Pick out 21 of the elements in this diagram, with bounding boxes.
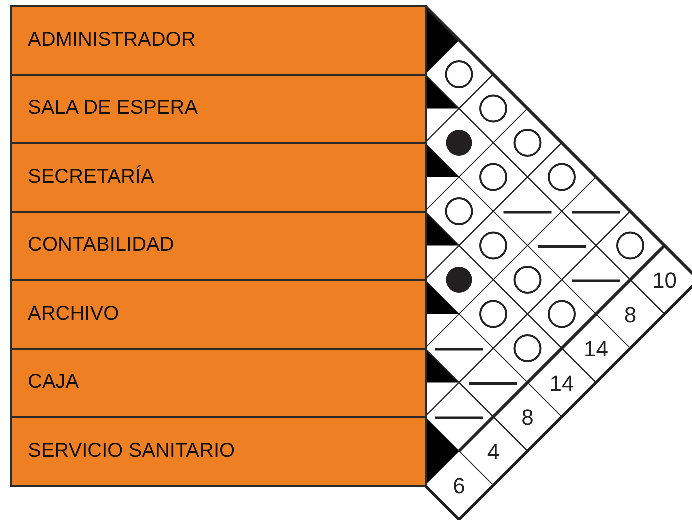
area-value: 8 [624, 302, 637, 328]
department-box [10, 5, 427, 76]
area-value: 6 [453, 474, 466, 498]
area-value: 4 [487, 439, 500, 464]
department-label: SECRETARÍA [28, 166, 154, 189]
area-value: 10 [652, 268, 677, 293]
department-box [10, 210, 427, 281]
department-label: CONTABILIDAD [28, 234, 174, 258]
department-box [10, 348, 427, 418]
department-box [10, 74, 427, 144]
department-label: SERVICIO SANITARIO [28, 440, 236, 463]
department-box [10, 142, 427, 212]
department-label: ARCHIVO [28, 302, 120, 326]
area-value: 8 [522, 405, 534, 430]
department-box [10, 279, 427, 350]
department-label: CAJA [28, 371, 80, 394]
department-box [10, 416, 427, 486]
department-label: SALA DE ESPERA [28, 97, 198, 120]
department-label: ADMINISTRADOR [28, 28, 196, 52]
area-value: 14 [550, 370, 574, 396]
area-value: 14 [584, 336, 608, 362]
